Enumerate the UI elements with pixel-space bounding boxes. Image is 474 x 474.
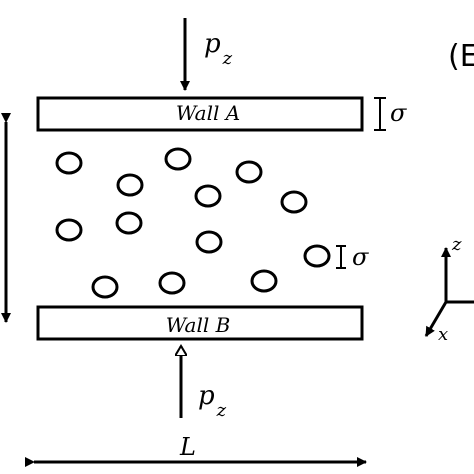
wall-b-label: Wall B [166, 313, 231, 337]
length-label: L [179, 433, 196, 461]
particle [115, 211, 143, 235]
panel-label: (E [448, 39, 474, 74]
particle [158, 271, 186, 295]
particle [303, 244, 331, 268]
particle-diameter-bracket [336, 245, 346, 269]
particle [164, 147, 192, 171]
particle [250, 269, 278, 293]
particle [55, 218, 83, 242]
particle [91, 275, 119, 299]
x-axis-label: x [438, 324, 448, 345]
particles [55, 147, 331, 299]
particle [280, 190, 308, 214]
wall-thickness-label: σ [390, 99, 407, 127]
particle-diameter-label: σ [352, 243, 369, 271]
coordinate-axes: z x [424, 234, 474, 345]
wall-b [36, 305, 364, 341]
particle [194, 184, 222, 208]
particle [195, 230, 223, 254]
particle [55, 151, 83, 175]
particle [235, 160, 263, 184]
wall-a-label: Wall A [176, 101, 240, 125]
z-axis-label: z [451, 234, 462, 255]
x-axis [424, 301, 448, 337]
wall-thickness-bracket [374, 97, 386, 131]
particle [116, 173, 144, 197]
wall-a [36, 96, 364, 132]
